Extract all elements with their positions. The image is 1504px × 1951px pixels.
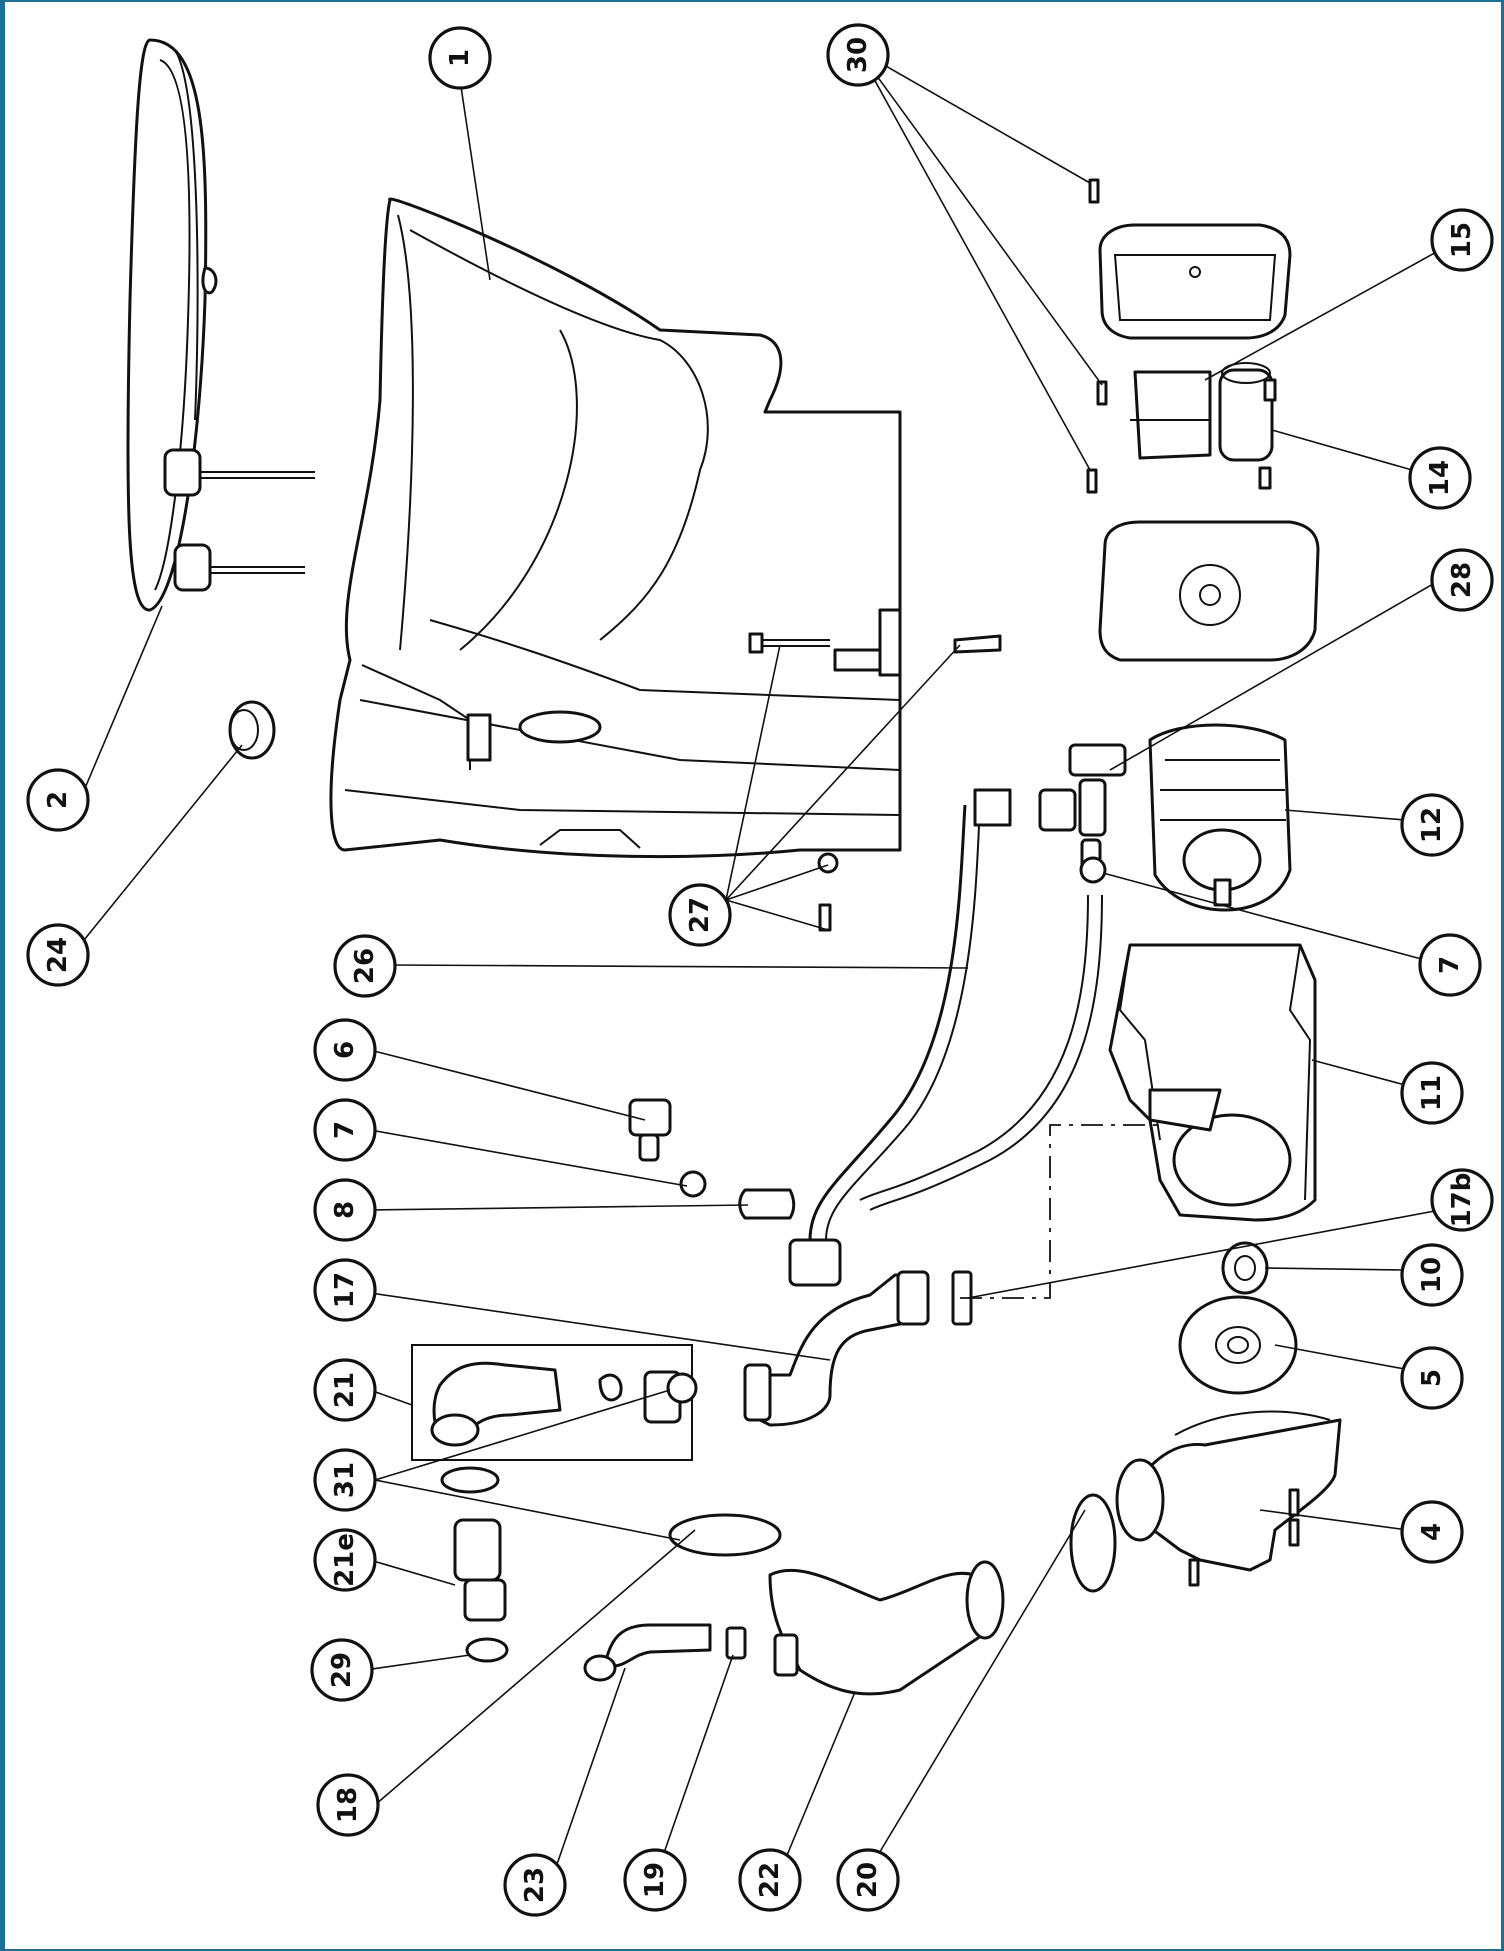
callout-label: 19 bbox=[640, 1862, 670, 1898]
part-12-motor bbox=[1148, 723, 1292, 912]
part-30-screws bbox=[1086, 178, 1108, 494]
callout-label: 1 bbox=[445, 49, 475, 67]
callout-label: 24 bbox=[43, 937, 73, 973]
drain-hose bbox=[859, 894, 1103, 1211]
part-19-nut bbox=[725, 1626, 747, 1660]
part-21e-adapter bbox=[453, 1518, 507, 1622]
control-box-cover bbox=[1098, 223, 1292, 340]
part-10-seal bbox=[1221, 1241, 1269, 1295]
part-31-clamp-lower bbox=[440, 1466, 500, 1494]
callout-label: 4 bbox=[1417, 1523, 1447, 1541]
callout-label: 11 bbox=[1417, 1075, 1447, 1111]
callout-24: 24 bbox=[26, 923, 90, 987]
callout-17b: 17b bbox=[1430, 1168, 1494, 1232]
part-20-clamp bbox=[1069, 1493, 1117, 1593]
callout-7b: 7 bbox=[1418, 933, 1482, 997]
callout-19: 19 bbox=[623, 1848, 687, 1912]
callout-label: 28 bbox=[1447, 562, 1477, 598]
part-24-grommet bbox=[228, 700, 276, 760]
part-2-seat-lid bbox=[126, 38, 315, 612]
part-15-pcb bbox=[1130, 370, 1212, 460]
callout-15: 15 bbox=[1430, 208, 1494, 272]
part-26-inlet-hose bbox=[788, 788, 1012, 1287]
callout-28: 28 bbox=[1430, 548, 1494, 612]
callout-20: 20 bbox=[836, 1848, 900, 1912]
part-11-motor-housing bbox=[1108, 943, 1317, 1222]
callout-label: 17b bbox=[1447, 1173, 1477, 1228]
callout-label: 12 bbox=[1417, 807, 1447, 843]
callout-7a: 7 bbox=[313, 1098, 377, 1162]
part-28-valve bbox=[1038, 743, 1127, 872]
part-5-impeller bbox=[1178, 1295, 1298, 1395]
part-29-clip bbox=[465, 1637, 509, 1663]
callout-label: 14 bbox=[1425, 460, 1455, 496]
callout-label: 20 bbox=[853, 1862, 883, 1898]
callout-label: 2 bbox=[43, 791, 73, 809]
part-8-sleeve bbox=[738, 1188, 796, 1220]
callout-23: 23 bbox=[503, 1853, 567, 1917]
callout-27: 27 bbox=[668, 883, 732, 947]
callout-18: 18 bbox=[316, 1773, 380, 1837]
callout-21e: 21e bbox=[313, 1528, 377, 1592]
part-4-pump-housing bbox=[1115, 1410, 1342, 1587]
callout-6: 6 bbox=[313, 1018, 377, 1082]
callout-22: 22 bbox=[738, 1848, 802, 1912]
callout-14: 14 bbox=[1408, 446, 1472, 510]
part-27-fixing-kit bbox=[748, 608, 1002, 932]
part-6-valve bbox=[628, 1098, 672, 1162]
callout-label: 18 bbox=[333, 1787, 363, 1823]
callout-label: 21 bbox=[330, 1372, 360, 1408]
callout-8: 8 bbox=[313, 1178, 377, 1242]
part-31-clamp-upper bbox=[666, 1372, 698, 1404]
part-22-elbow bbox=[768, 1560, 1005, 1696]
callout-label: 26 bbox=[350, 948, 380, 984]
callout-30: 30 bbox=[826, 23, 890, 87]
callout-label: 27 bbox=[685, 897, 715, 933]
callout-label: 10 bbox=[1417, 1257, 1447, 1293]
callout-label: 23 bbox=[520, 1867, 550, 1903]
callout-label: 21e bbox=[330, 1533, 360, 1587]
part-7-clip-right bbox=[1079, 856, 1107, 884]
alignment-line bbox=[960, 1124, 1160, 1299]
part-21-kit bbox=[411, 1344, 693, 1461]
callout-17: 17 bbox=[313, 1258, 377, 1322]
callout-2: 2 bbox=[26, 768, 90, 832]
callout-5: 5 bbox=[1400, 1346, 1464, 1410]
control-box-base bbox=[1098, 520, 1320, 662]
leader-lines bbox=[79, 49, 1441, 1871]
part-18-clamp bbox=[668, 1513, 782, 1557]
callout-label: 29 bbox=[327, 1652, 357, 1688]
part-23-pipe bbox=[583, 1623, 712, 1682]
callout-label: 15 bbox=[1447, 222, 1477, 258]
callout-label: 7 bbox=[1435, 956, 1465, 974]
callout-26: 26 bbox=[333, 934, 397, 998]
callout-label: 6 bbox=[330, 1041, 360, 1059]
callout-label: 31 bbox=[330, 1462, 360, 1498]
callout-31: 31 bbox=[313, 1448, 377, 1512]
part-1-toilet-bowl bbox=[329, 197, 902, 859]
callout-label: 17 bbox=[330, 1272, 360, 1308]
callout-11: 11 bbox=[1400, 1061, 1464, 1125]
callout-21: 21 bbox=[313, 1358, 377, 1422]
callout-label: 8 bbox=[330, 1201, 360, 1219]
part-17-elbow-pipe bbox=[743, 1270, 930, 1427]
part-14-capacitor bbox=[1218, 362, 1277, 490]
callout-label: 7 bbox=[330, 1121, 360, 1139]
callout-12: 12 bbox=[1400, 793, 1464, 857]
callout-label: 22 bbox=[755, 1862, 785, 1898]
callout-10: 10 bbox=[1400, 1243, 1464, 1307]
callout-label: 5 bbox=[1417, 1369, 1447, 1387]
callout-4: 4 bbox=[1400, 1500, 1464, 1564]
callout-29: 29 bbox=[310, 1638, 374, 1702]
callout-1: 1 bbox=[428, 26, 492, 90]
callout-label: 30 bbox=[843, 37, 873, 73]
part-7-clip-left bbox=[679, 1170, 707, 1198]
